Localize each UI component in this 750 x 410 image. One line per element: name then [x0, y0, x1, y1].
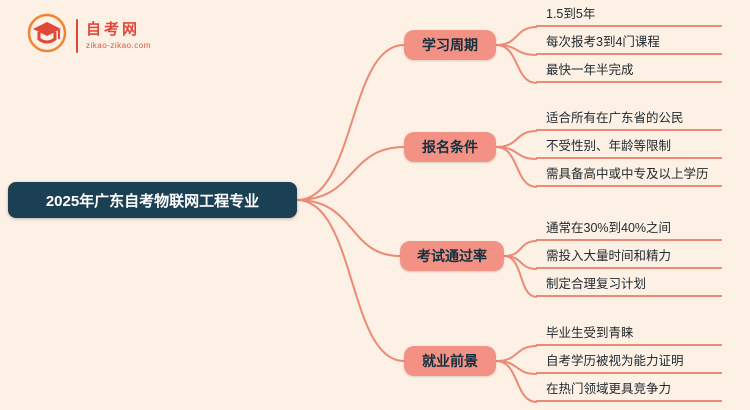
- graduation-cap-icon: [26, 12, 68, 59]
- logo-divider: [76, 18, 78, 53]
- branch-node-study-period: 学习周期: [404, 30, 496, 60]
- branch-node-pass-rate: 考试通过率: [400, 241, 504, 271]
- site-logo: 自考网 zikao-zikao.com: [26, 12, 151, 59]
- leaf-item: 需具备高中或中专及以上学历: [536, 166, 722, 187]
- site-url: zikao-zikao.com: [86, 40, 151, 50]
- leaf-item: 不受性别、年龄等限制: [536, 138, 722, 159]
- leaf-item: 通常在30%到40%之间: [536, 220, 722, 241]
- site-name: 自考网: [86, 21, 141, 39]
- branch-node-employment-prospects: 就业前景: [404, 346, 496, 376]
- leaf-item: 1.5到5年: [536, 6, 722, 27]
- leaf-item: 需投入大量时间和精力: [536, 248, 722, 269]
- leaf-item: 制定合理复习计划: [536, 276, 722, 297]
- leaf-item: 毕业生受到青睐: [536, 325, 722, 346]
- main-topic-node: 2025年广东自考物联网工程专业: [8, 182, 297, 218]
- leaf-item: 每次报考3到4门课程: [536, 34, 722, 55]
- branch-node-registration-conditions: 报名条件: [404, 132, 496, 162]
- logo-text: 自考网 zikao-zikao.com: [86, 21, 151, 49]
- leaf-item: 适合所有在广东省的公民: [536, 110, 722, 131]
- leaf-item: 在热门领域更具竞争力: [536, 381, 722, 402]
- leaf-item: 最快一年半完成: [536, 62, 722, 83]
- leaf-item: 自考学历被视为能力证明: [536, 353, 722, 374]
